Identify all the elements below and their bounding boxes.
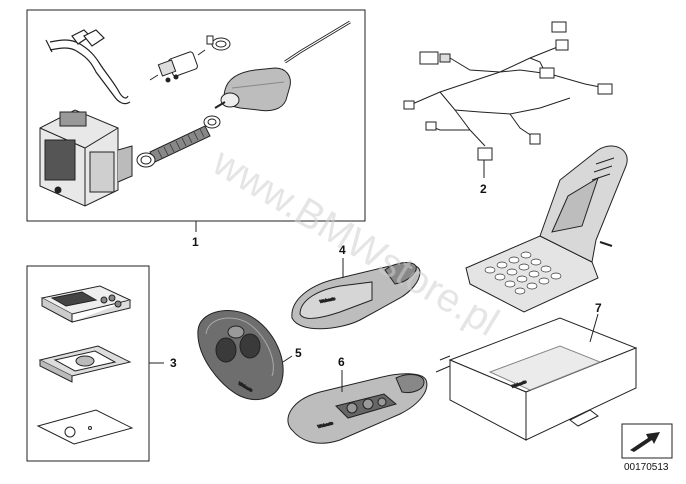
brand-logo-6: Webasto [317, 420, 334, 429]
exhaust-silencer [214, 20, 351, 112]
heater-unit [39, 109, 133, 207]
mounting-frame [38, 345, 132, 383]
callout-6: 6 [338, 355, 345, 369]
remote-transmitter-4: Webasto [291, 258, 421, 330]
callout-2: 2 [480, 182, 487, 196]
wiring-harness [403, 21, 613, 178]
brand-logo-4: Webasto [319, 296, 336, 304]
callout-7: 7 [595, 301, 602, 315]
arrow-icon[interactable] [621, 423, 673, 459]
hose-clamp-lower [136, 152, 156, 168]
leader-7 [589, 313, 599, 343]
document-number: 00170513 [624, 462, 669, 473]
display-mounting-kit [26, 265, 164, 462]
callout-5: 5 [295, 346, 302, 360]
hose-clamp-top [206, 35, 231, 51]
remote-transmitter-6: Webasto [287, 370, 428, 444]
receiver-module: Webasto [435, 313, 638, 441]
brand-logo-7: Webasto [511, 379, 528, 389]
callout-1: 1 [192, 235, 199, 249]
remote-key-fob-5: Webasto [197, 310, 293, 400]
callout-4: 4 [339, 243, 346, 257]
display-panel [40, 285, 132, 323]
adhesive-pad [36, 409, 134, 445]
flexible-exhaust-hose [149, 125, 211, 163]
mobile-phone [465, 145, 628, 313]
callout-3: 3 [170, 356, 177, 370]
heater-kit-group: 1 [26, 9, 366, 249]
coolant-hose [45, 29, 131, 105]
leader-5 [282, 355, 293, 363]
fuel-pump [149, 49, 206, 83]
hose-clamp-middle [203, 115, 221, 129]
